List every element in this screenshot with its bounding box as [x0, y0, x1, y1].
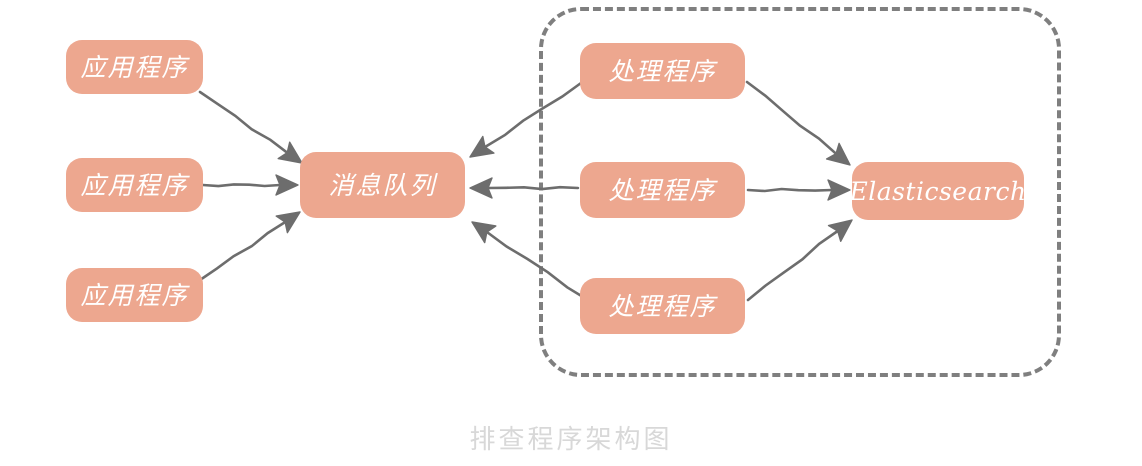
- arrowhead-app1-mq: [277, 141, 303, 164]
- arrowhead-proc3-mq: [471, 221, 497, 244]
- arrowhead-proc2-mq: [469, 177, 493, 199]
- node-label-app2: 应用程序: [80, 170, 189, 200]
- arrowhead-proc1-mq: [469, 135, 495, 158]
- arrowhead-app2-mq: [275, 174, 299, 196]
- node-proc1[interactable]: 处理程序: [580, 43, 745, 99]
- node-mq[interactable]: 消息队列: [300, 152, 465, 218]
- node-app1[interactable]: 应用程序: [66, 40, 203, 94]
- node-label-app3: 应用程序: [80, 280, 189, 310]
- edge-app1-mq: [198, 90, 303, 164]
- node-label-proc2: 处理程序: [608, 175, 717, 205]
- node-proc2[interactable]: 处理程序: [580, 162, 745, 218]
- node-label-app1: 应用程序: [80, 52, 189, 82]
- node-label-proc3: 处理程序: [608, 291, 717, 321]
- node-label-proc1: 处理程序: [608, 56, 717, 86]
- edge-line-app3-mq: [198, 220, 287, 282]
- edge-line-app1-mq: [198, 90, 289, 154]
- node-proc3[interactable]: 处理程序: [580, 278, 745, 334]
- node-label-mq: 消息队列: [328, 170, 437, 200]
- node-es[interactable]: Elasticsearch: [849, 162, 1027, 220]
- processing-group-boundary: [539, 7, 1061, 377]
- diagram-caption: 排查程序架构图: [469, 425, 673, 455]
- node-label-es: Elasticsearch: [849, 176, 1027, 206]
- node-app2[interactable]: 应用程序: [66, 158, 203, 212]
- edge-app3-mq: [198, 211, 301, 282]
- edge-line-app2-mq: [201, 183, 282, 188]
- node-app3[interactable]: 应用程序: [66, 268, 203, 322]
- edge-app2-mq: [201, 174, 299, 196]
- arrowhead-app3-mq: [275, 211, 301, 234]
